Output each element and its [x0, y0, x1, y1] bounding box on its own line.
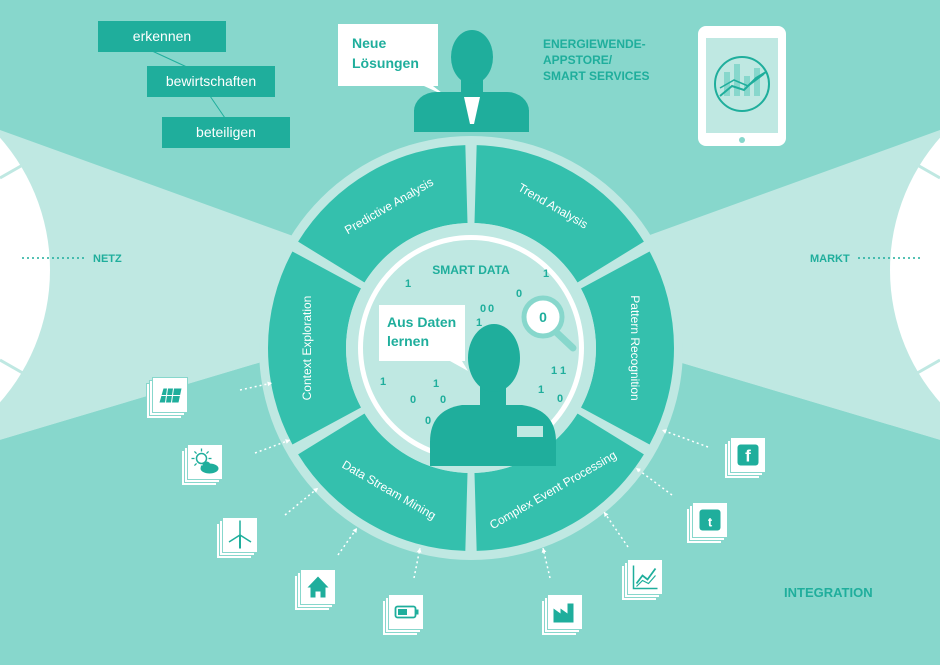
right-circle	[890, 137, 940, 403]
person-center-icon	[430, 324, 556, 466]
factory-icon	[541, 547, 583, 636]
solar-panel-icon	[146, 377, 273, 419]
svg-text:0: 0	[539, 309, 547, 325]
svg-text:0: 0	[480, 303, 486, 315]
svg-text:1: 1	[538, 384, 544, 396]
svg-text:f: f	[745, 447, 751, 466]
netz-label: NETZ	[93, 253, 122, 265]
tablet-icon	[698, 26, 786, 146]
svg-text:t: t	[708, 515, 713, 530]
svg-text:1: 1	[551, 365, 557, 377]
tag-bewirtschaften: bewirtschaften	[147, 66, 275, 97]
ring-segment-1	[298, 145, 468, 283]
svg-text:Aus Daten: Aus Daten	[387, 314, 456, 330]
svg-text:1: 1	[476, 317, 482, 329]
segment-label-pattern-recognition: Pattern Recognition	[628, 295, 642, 400]
right-light-wedge	[470, 130, 940, 440]
appstore-line-1: ENERGIEWENDE-	[543, 37, 646, 51]
svg-text:beteiligen: beteiligen	[196, 124, 256, 140]
svg-text:1: 1	[380, 376, 386, 388]
svg-text:erkennen: erkennen	[133, 28, 191, 44]
tag-beteiligen: beteiligen	[162, 117, 290, 148]
integration-label: INTEGRATION	[784, 585, 873, 600]
ring-segment-5	[298, 413, 468, 551]
svg-text:0: 0	[425, 415, 431, 427]
magnifier-icon: 0	[521, 295, 577, 352]
analysis-segments	[268, 145, 674, 551]
twitter-icon: t	[635, 467, 728, 544]
data-sources: tf	[146, 377, 766, 636]
battery-icon	[382, 547, 424, 636]
callout-neue-loesungen: Neue Lösungen	[338, 24, 446, 96]
svg-text:Neue: Neue	[352, 35, 386, 51]
smart-data-title: SMART DATA	[432, 263, 510, 277]
svg-text:bewirtschaften: bewirtschaften	[166, 73, 256, 89]
person-top-icon	[414, 30, 529, 132]
chart-icon	[603, 511, 663, 601]
segment-label-context-exploration: Context Exploration	[300, 296, 314, 401]
ring-segment-2	[474, 145, 644, 283]
tag-erkennen: erkennen	[98, 21, 226, 52]
svg-text:0: 0	[410, 394, 416, 406]
left-light-wedge	[0, 130, 470, 440]
svg-text:0: 0	[557, 393, 563, 405]
binary-digits: 1 0 1 0 0 1 1 1 1 0 0 0 1 1 0	[380, 268, 566, 427]
facebook-icon: f	[661, 429, 766, 479]
svg-text:Lösungen: Lösungen	[352, 55, 419, 71]
svg-text:lernen: lernen	[387, 333, 429, 349]
svg-text:0: 0	[516, 288, 522, 300]
tag-connector-2	[209, 95, 226, 119]
weather-icon	[181, 439, 291, 486]
appstore-line-2: APPSTORE/	[543, 53, 613, 67]
svg-text:0: 0	[488, 303, 494, 315]
ring-segment-3	[580, 251, 674, 445]
appstore-line-3: SMART SERVICES	[543, 69, 649, 83]
svg-text:1: 1	[433, 378, 439, 390]
left-circle	[0, 137, 50, 403]
ring-segment-6	[268, 251, 362, 445]
svg-text:1: 1	[543, 268, 549, 280]
ring-segment-4	[474, 413, 644, 551]
markt-label: MARKT	[810, 253, 850, 265]
wind-turbine-icon	[216, 487, 319, 559]
svg-text:1: 1	[560, 365, 566, 377]
svg-text:0: 0	[440, 394, 446, 406]
callout-aus-daten-lernen: Aus Daten lernen	[379, 305, 468, 371]
svg-text:1: 1	[405, 278, 411, 290]
house-icon	[294, 527, 358, 611]
